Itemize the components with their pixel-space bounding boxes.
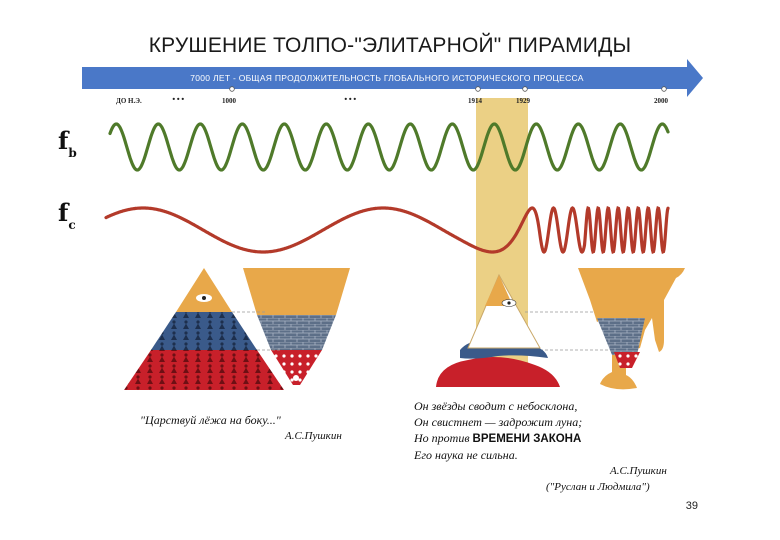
tick-label-start: ДО Н.Э.	[116, 97, 142, 105]
tick-label-2000: 2000	[654, 97, 668, 105]
label-fc: fc	[58, 198, 76, 232]
page-number: 39	[685, 500, 698, 512]
tick-label-1914: 1914	[468, 97, 482, 105]
wave-fc	[104, 206, 670, 254]
label-fb: fb	[58, 126, 77, 160]
tick-label-1929: 1929	[516, 97, 530, 105]
quote-right-line1: Он звёзды сводит с небосклона,	[414, 399, 578, 413]
pyramid-melting	[578, 268, 685, 390]
tick-dot-1929	[522, 86, 528, 92]
eye-icon	[196, 294, 212, 302]
quote-right-source: ("Руслан и Людмила")	[546, 481, 650, 493]
pyramid-left	[124, 268, 284, 390]
slide-title: КРУШЕНИЕ ТОЛПО-"ЭЛИТАРНОЙ" ПИРАМИДЫ	[148, 34, 632, 57]
quote-left-author: А.С.Пушкин	[285, 430, 342, 442]
quote-left-text: "Царствуй лёжа на боку..."	[140, 413, 281, 427]
tick-dot-2000	[661, 86, 667, 92]
timeline-ticks	[229, 86, 667, 92]
tick-dot-1914	[475, 86, 481, 92]
timeline-arrow	[82, 59, 703, 97]
wave-fb	[108, 122, 670, 172]
quote-right-line2: Он свистнет — задрожит луна;	[414, 415, 583, 429]
quote-right-author: А.С.Пушкин	[610, 465, 667, 477]
quote-right-line3: Но против ВРЕМЕНИ ЗАКОНА	[414, 431, 582, 445]
connector-lines	[232, 311, 612, 351]
timeline-ellipsis-2: ...	[344, 89, 358, 104]
tick-label-1000: 1000	[222, 97, 236, 105]
timeline-caption: 7000 ЛЕТ - ОБЩАЯ ПРОДОЛЖИТЕЛЬНОСТЬ ГЛОБА…	[190, 73, 584, 83]
pyramid-collapsing	[436, 273, 560, 387]
quote-right-line4: Его наука не сильна.	[414, 448, 518, 462]
quote-left: "Царствуй лёжа на боку..." А.С.Пушкин	[140, 412, 370, 444]
timeline-ellipsis-1: ...	[172, 89, 186, 104]
pyramid-inverted	[243, 268, 350, 385]
tick-dot-1000	[229, 86, 235, 92]
eye-icon	[501, 299, 517, 307]
quote-right: Он звёзды сводит с небосклона, Он свистн…	[414, 398, 694, 495]
